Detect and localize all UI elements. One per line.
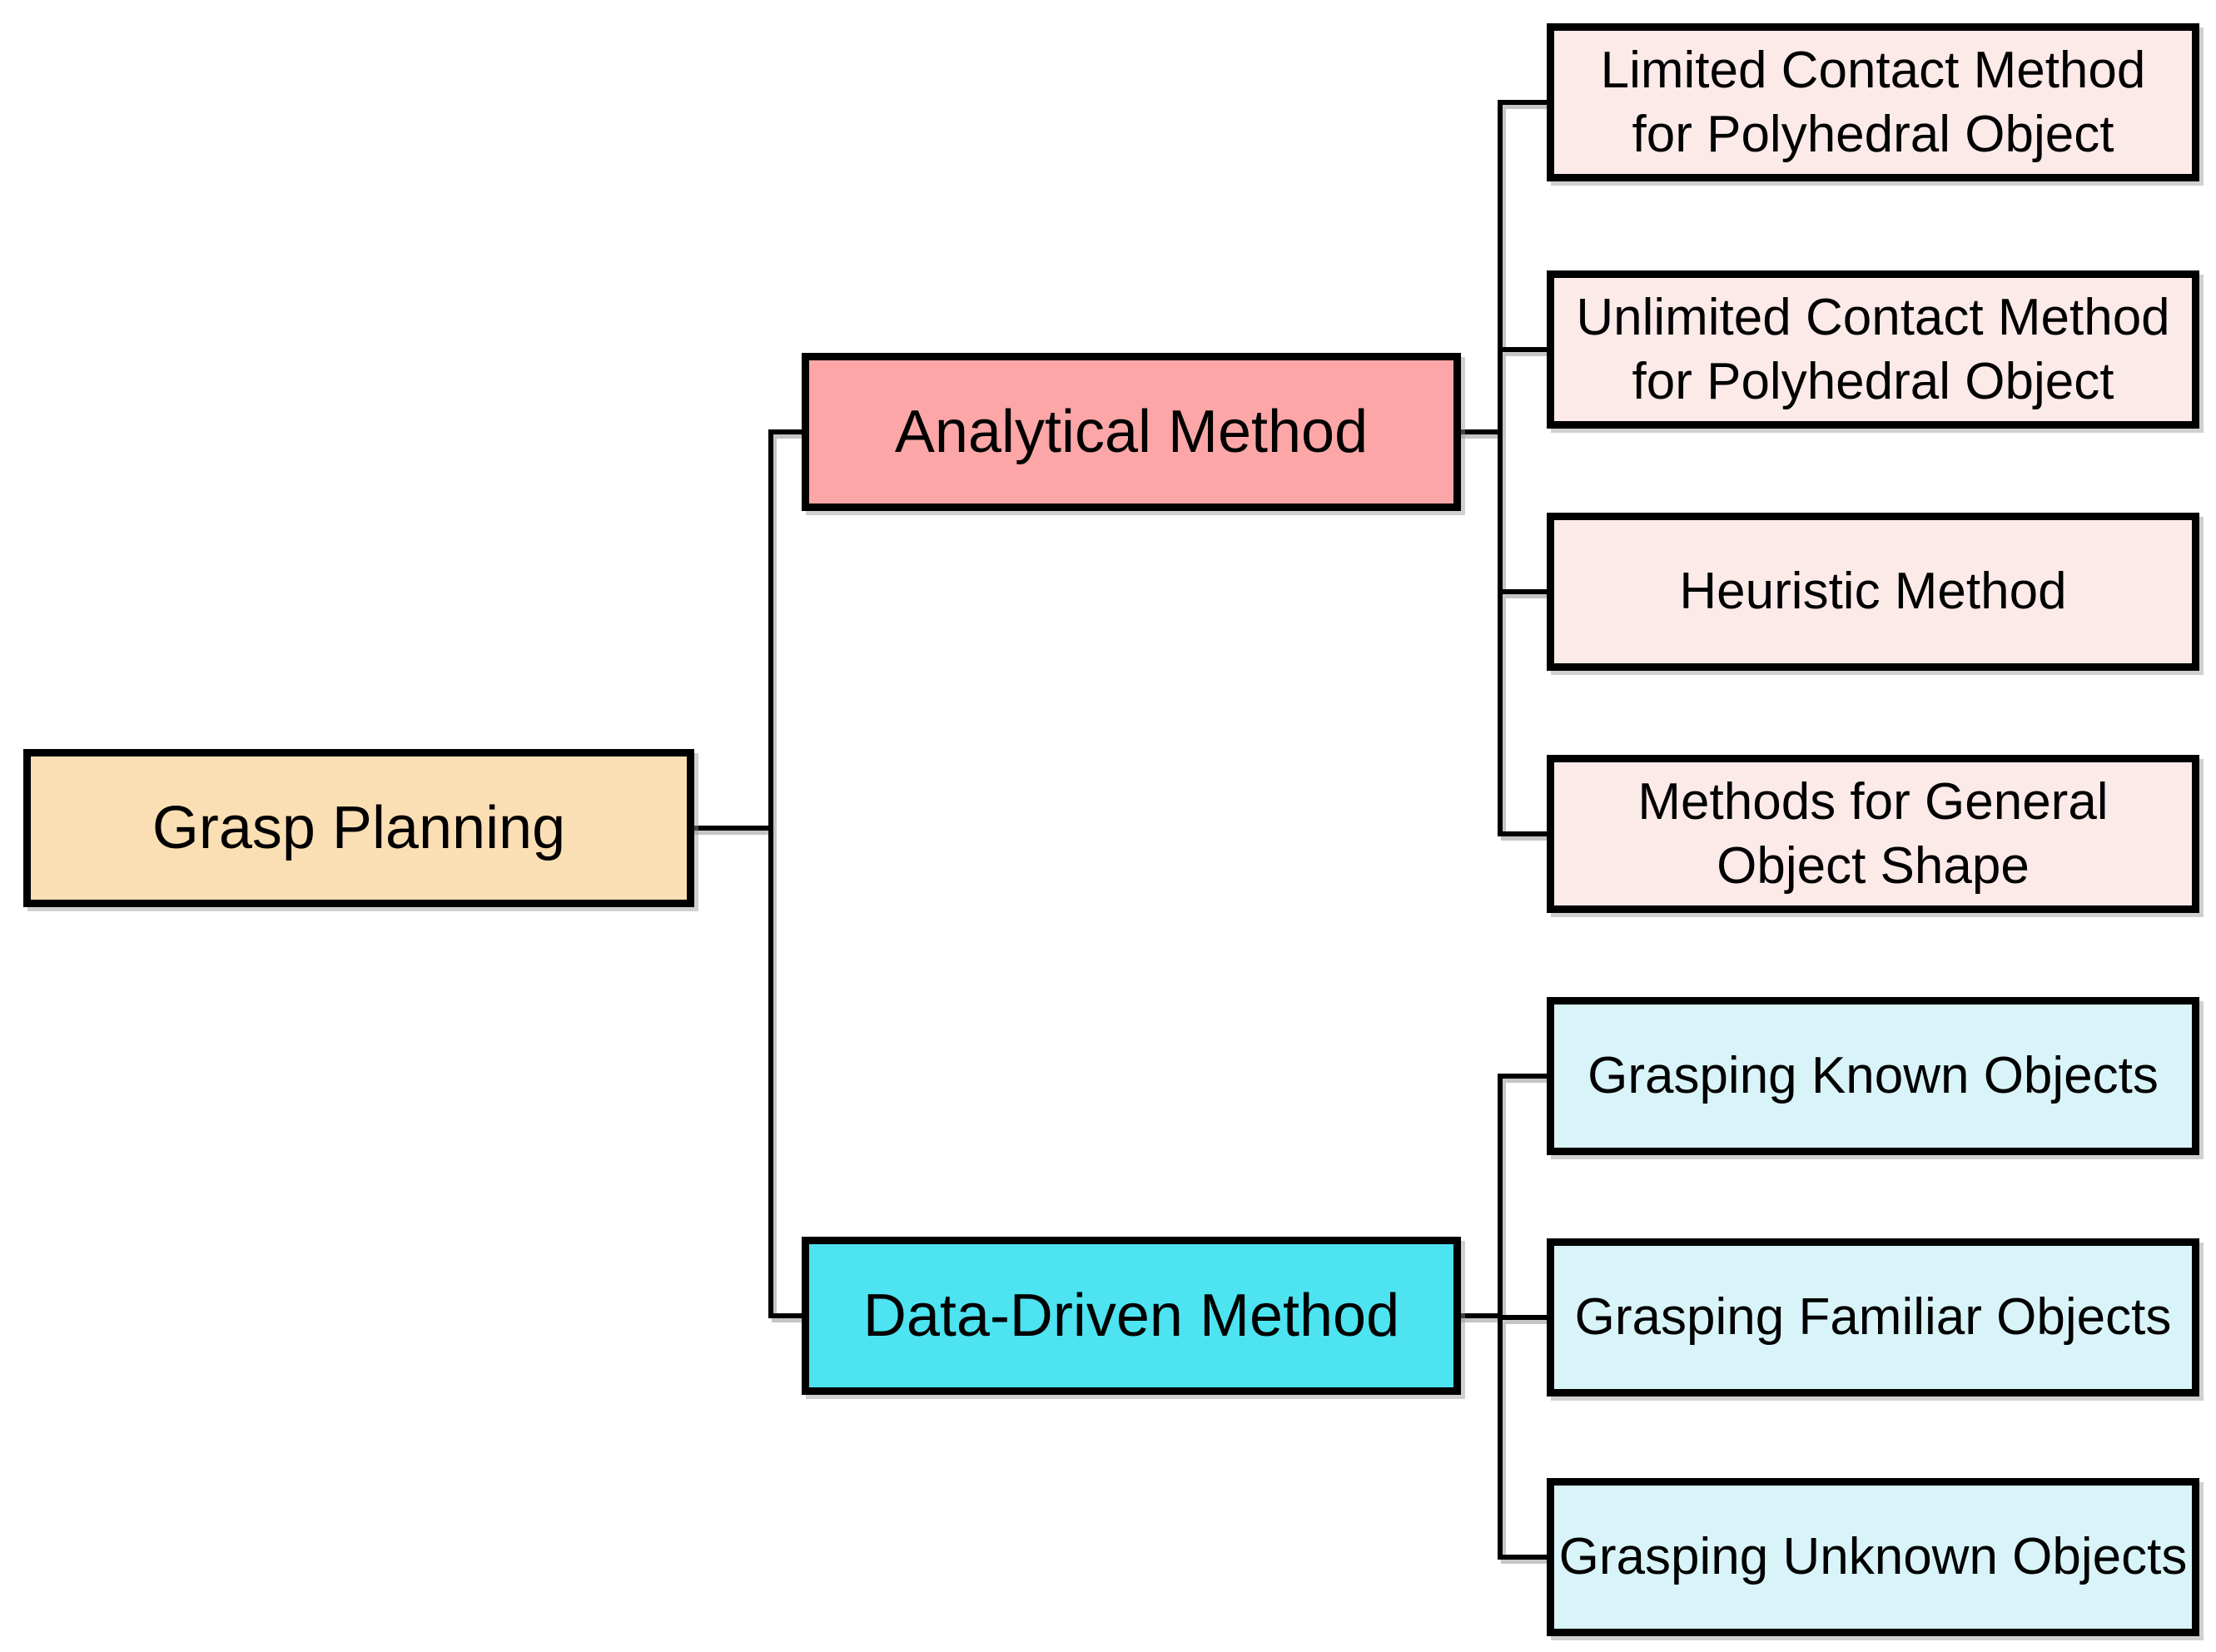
- connector-analytical-to-children: [1457, 100, 1551, 836]
- node-grasp-planning: Grasp Planning: [23, 749, 694, 907]
- node-data-driven-method: Data-Driven Method: [802, 1237, 1461, 1395]
- node-grasping-unknown-objects: Grasping Unknown Objects: [1547, 1478, 2199, 1636]
- connector-root-to-branches: [688, 429, 806, 1318]
- node-grasping-familiar-objects: Grasping Familiar Objects: [1547, 1238, 2199, 1397]
- node-unlimited-contact-method: Unlimited Contact Method for Polyhedral …: [1547, 270, 2199, 429]
- node-analytical-method: Analytical Method: [802, 353, 1461, 511]
- connector-datadriven-to-children: [1457, 1074, 1551, 1560]
- node-grasping-known-objects: Grasping Known Objects: [1547, 997, 2199, 1155]
- node-limited-contact-method: Limited Contact Method for Polyhedral Ob…: [1547, 23, 2199, 181]
- node-heuristic-method: Heuristic Method: [1547, 513, 2199, 671]
- node-methods-general-object-shape: Methods for General Object Shape: [1547, 755, 2199, 913]
